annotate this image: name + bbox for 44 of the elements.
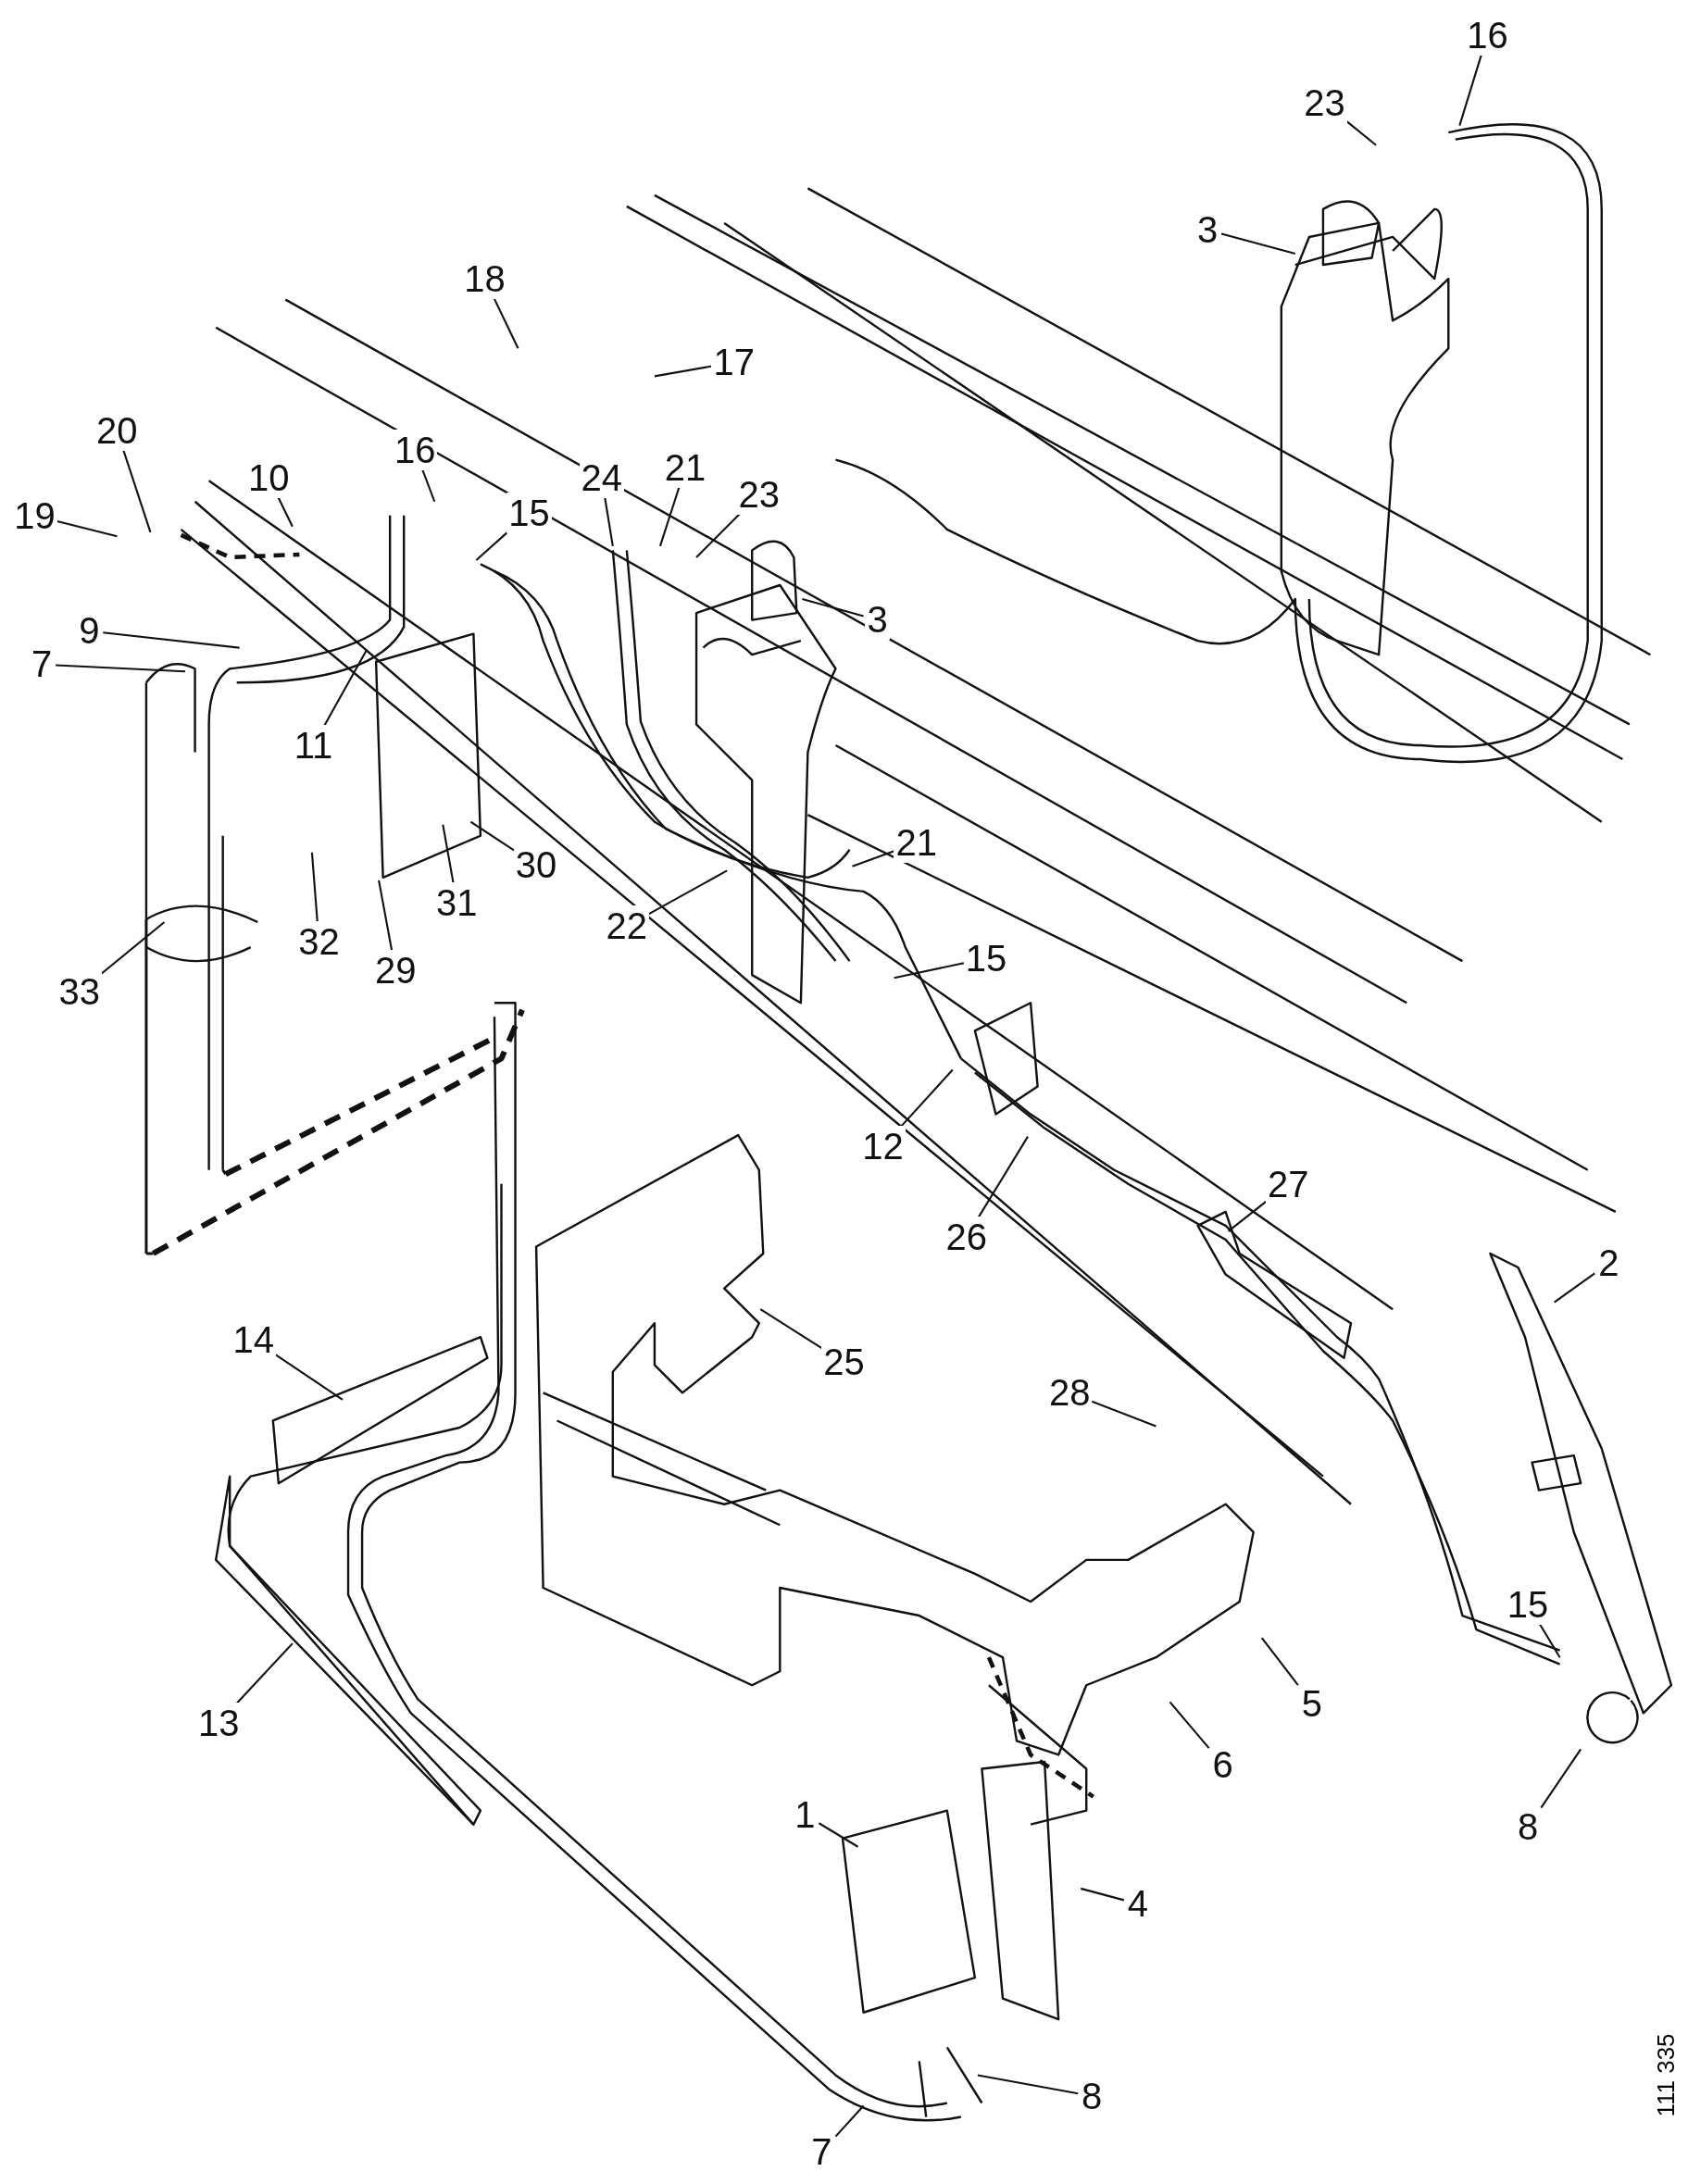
leader-line <box>101 921 166 975</box>
callout-number: 15 <box>506 492 552 533</box>
leader-line <box>658 487 681 547</box>
leader-line <box>378 880 394 952</box>
callout-number: 16 <box>392 429 438 470</box>
leader-line <box>1080 1887 1125 1902</box>
leader-line <box>275 1354 344 1401</box>
leader-line <box>1220 232 1296 256</box>
leader-line <box>421 468 436 503</box>
drawing-number: 111 335 <box>1651 2033 1681 2117</box>
leader-line <box>977 2074 1079 2095</box>
leader-line <box>818 1822 859 1848</box>
leader-line <box>802 598 864 618</box>
leader-line <box>604 497 614 547</box>
leader-line <box>323 650 368 727</box>
leader-line <box>442 824 455 884</box>
leader-line <box>1554 1272 1595 1304</box>
leader-line <box>1228 1200 1267 1232</box>
leader-line <box>235 1642 294 1704</box>
leader-line <box>1345 120 1377 146</box>
leader-line <box>695 513 741 558</box>
leader-line <box>56 519 118 538</box>
leader-line <box>1260 1637 1299 1686</box>
leader-line <box>894 962 965 980</box>
leader-line <box>277 496 294 528</box>
leader-line <box>1091 1400 1157 1428</box>
leader-line <box>475 531 508 561</box>
leader-line <box>1458 54 1482 126</box>
leader-line <box>493 297 519 349</box>
leader-line <box>852 850 894 867</box>
leader-line <box>899 1068 954 1128</box>
leader-line <box>759 1308 822 1349</box>
leader-line <box>310 852 319 923</box>
leader-line <box>1538 1623 1561 1658</box>
leader-line <box>56 664 186 673</box>
leader-line <box>834 2104 865 2138</box>
leader-line <box>654 365 712 378</box>
leader-line <box>469 820 515 852</box>
leader-line <box>977 1136 1029 1218</box>
leader-line <box>122 449 152 533</box>
leader-line <box>103 631 240 649</box>
leader-line <box>1169 1701 1210 1749</box>
leader-line <box>1540 1748 1582 1809</box>
leader-line <box>648 869 728 916</box>
